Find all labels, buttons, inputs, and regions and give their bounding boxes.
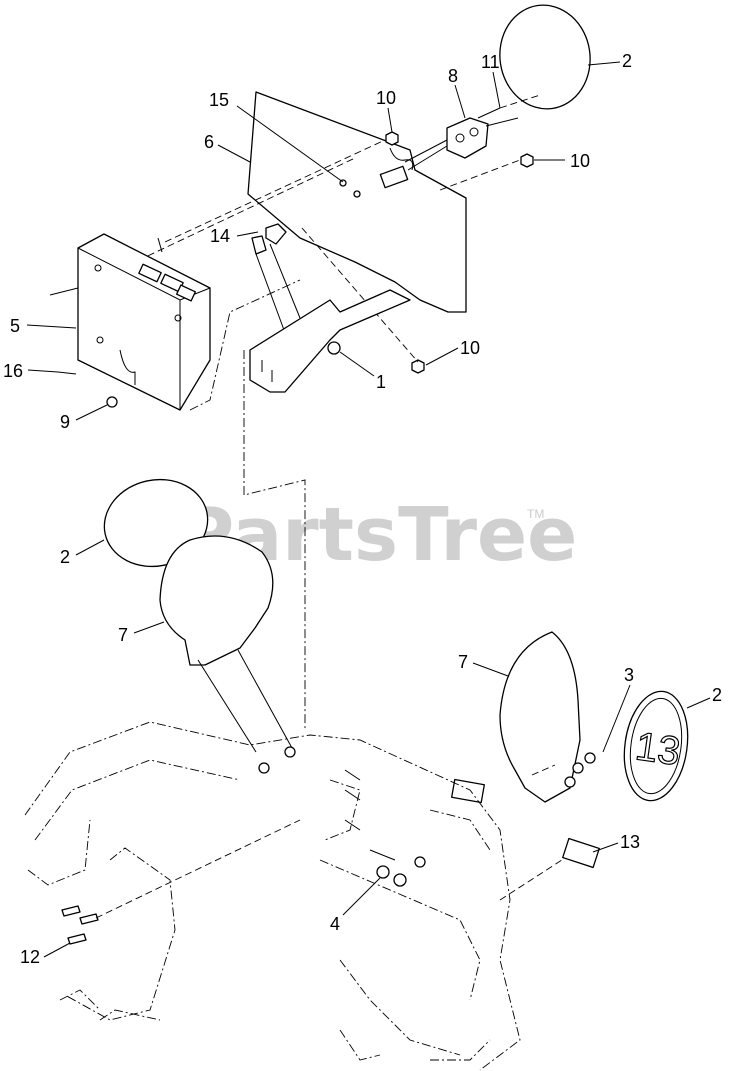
nut-10-top[interactable] [385,131,399,146]
label-13[interactable] [562,837,600,869]
connector-hole-2 [469,127,479,137]
clip-14-a[interactable] [265,223,287,245]
controller-box-cutout [119,349,136,385]
box-connector-a[interactable] [138,263,162,283]
bolt-guide [531,764,556,776]
bracket[interactable] [249,289,411,393]
callout-3: 3 [624,665,634,685]
screw-15-b[interactable] [353,190,361,198]
callout-8: 8 [448,66,458,86]
bolt-12-a[interactable] [61,905,81,917]
box-screw-hole-a [94,264,102,272]
box-connector-c[interactable] [175,284,197,302]
number-decal-text: 13 [633,724,683,774]
nut-4-a[interactable] [376,865,390,879]
box-screw-hole-b [96,336,104,344]
controller-box[interactable] [77,233,211,411]
bracket-pivot[interactable] [327,341,341,355]
leader-lines [26,61,711,958]
phantom-line-vertical [243,350,306,730]
screw-box-top[interactable] [49,287,79,296]
screw-16[interactable] [57,371,77,375]
box-post [157,237,163,253]
wire-plug[interactable] [379,165,409,189]
shield-left-nut-b[interactable] [284,746,296,758]
bracket-holes [261,360,273,382]
mower-frame [24,721,521,1071]
nut-4-c[interactable] [414,856,426,868]
screw-11[interactable] [477,107,519,127]
connector-block[interactable] [446,117,489,159]
shield-left-nut-a[interactable] [258,762,270,774]
frame-slots [344,769,396,861]
round-decal-top[interactable] [493,0,597,115]
callout-16: 16 [3,361,23,381]
label-frame[interactable] [451,778,485,804]
callout-10-right: 10 [570,151,590,171]
number-decal[interactable] [618,687,695,805]
shield-left[interactable] [159,535,274,666]
nut-10-right[interactable] [520,153,534,168]
callout-15: 15 [209,90,229,110]
nut-10-bottom[interactable] [411,359,425,374]
guide-line-d [301,227,419,363]
callout-4: 4 [330,914,340,934]
bolt-12-guide [95,819,301,919]
callout-5: 5 [10,316,20,336]
clip-14-leads [255,243,301,331]
bolt-12-b[interactable] [79,913,99,925]
callout-2-top: 2 [622,51,632,71]
box-screw-hole-c [174,314,182,322]
nut-4-b[interactable] [393,873,407,887]
callout-14: 14 [210,226,230,246]
callout-1: 1 [376,372,386,392]
callout-9: 9 [60,412,70,432]
connector-hole-1 [455,133,465,143]
guide-line-c [439,159,521,191]
guide-line-b [164,139,386,243]
number-decal-inner-ring [629,697,683,795]
plate-cable-loop [389,147,414,171]
clip-14-b[interactable] [251,235,267,255]
shield-left-posts [197,649,293,753]
callout-13: 13 [620,832,640,852]
callout-10-top: 10 [376,88,396,108]
mounting-plate[interactable] [247,91,467,313]
callout-12: 12 [20,947,40,967]
screw-9[interactable] [106,396,118,408]
callout-10-bottom: 10 [460,338,480,358]
bolt-3-c[interactable] [564,776,576,788]
callout-11: 11 [481,52,500,72]
callout-2-left: 2 [60,547,70,567]
screw-11-guide [499,94,541,109]
connector-wires [404,139,448,171]
bolt-3-a[interactable] [572,762,584,774]
callout-7-left: 7 [118,625,128,645]
callout-6: 6 [204,132,214,152]
callout-2-right: 2 [712,685,722,705]
shield-right[interactable] [499,631,581,803]
bolt-12-c[interactable] [67,933,87,945]
label-13-guide [499,857,566,901]
bolt-3-b[interactable] [584,752,596,764]
callout-7-right: 7 [458,652,468,672]
watermark-trademark: TM [527,507,544,521]
controller-box-edges [77,247,211,410]
